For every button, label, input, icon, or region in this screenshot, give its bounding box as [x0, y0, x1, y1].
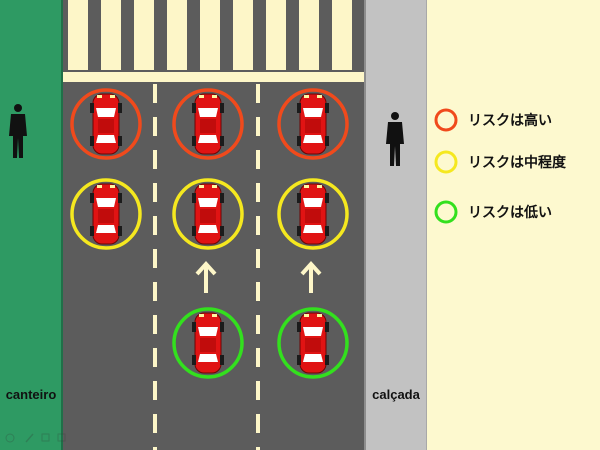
median-strip — [0, 0, 61, 450]
crosswalk-stripe — [332, 0, 352, 70]
car-icon — [89, 183, 123, 245]
lane-markings — [153, 84, 260, 450]
lane-divider-dash — [153, 315, 157, 334]
legend-low-label: リスクは低い — [468, 204, 552, 221]
sidewalk — [364, 0, 426, 450]
risk-ring-high — [277, 88, 349, 160]
lane-divider-dash — [256, 216, 260, 235]
car-icon — [296, 93, 330, 155]
crosswalk-stripe — [200, 0, 220, 70]
lane-divider-dash — [153, 249, 157, 268]
car-icon — [191, 183, 225, 245]
crosswalk-stripe — [299, 0, 319, 70]
lane-divider-dash — [256, 117, 260, 136]
lane-divider-dash — [256, 150, 260, 169]
lane-divider-dash — [153, 150, 157, 169]
legend-medium-swatch — [434, 150, 458, 174]
lane-divider-dash — [153, 84, 157, 103]
lane-divider-dash — [153, 348, 157, 367]
risk-ring-high — [70, 88, 142, 160]
stop-line — [63, 72, 364, 82]
lane-divider-dash — [256, 447, 260, 450]
lane-divider-dash — [256, 381, 260, 400]
lane-divider-dash — [153, 117, 157, 136]
lane-divider-dash — [153, 381, 157, 400]
crosswalk — [68, 0, 352, 70]
risk-ring-low — [277, 307, 349, 379]
car-icon — [89, 93, 123, 155]
lane-divider-dash — [256, 183, 260, 202]
lane-divider-dash — [256, 414, 260, 433]
crosswalk-stripe — [134, 0, 154, 70]
lane-divider-dash — [256, 249, 260, 268]
legend-high-swatch — [434, 108, 458, 132]
crosswalk-stripe — [101, 0, 121, 70]
car-icon — [296, 312, 330, 374]
crosswalk-stripe — [266, 0, 286, 70]
car-icon — [191, 93, 225, 155]
lane-divider-dash — [256, 315, 260, 334]
lane-divider-dash — [153, 183, 157, 202]
lane-divider-dash — [153, 414, 157, 433]
slide-toolbar — [5, 433, 66, 443]
legend-high-label: リスクは高い — [468, 112, 552, 129]
car-icon — [191, 312, 225, 374]
lane-divider-dash — [256, 84, 260, 103]
median-label: canteiro — [6, 387, 57, 402]
risk-ring-medium — [277, 178, 349, 250]
car-icon — [296, 183, 330, 245]
lane-divider-dash — [153, 447, 157, 450]
sidewalk-label: calçada — [372, 387, 420, 402]
up-arrow-icon — [300, 261, 322, 293]
lane-divider-dash — [256, 348, 260, 367]
vehicles — [70, 88, 349, 379]
up-arrow-icon — [195, 261, 217, 293]
crosswalk-stripe — [233, 0, 253, 70]
risk-ring-medium — [70, 178, 142, 250]
lane-divider-dash — [153, 216, 157, 235]
risk-ring-medium — [172, 178, 244, 250]
legend-low-swatch — [434, 200, 458, 224]
crosswalk-stripe — [167, 0, 187, 70]
risk-ring-low — [172, 307, 244, 379]
legend-medium-label: リスクは中程度 — [468, 154, 567, 171]
crosswalk-stripe — [68, 0, 88, 70]
risk-ring-high — [172, 88, 244, 160]
lane-divider-dash — [256, 282, 260, 301]
lane-divider-dash — [153, 282, 157, 301]
legend: リスクは高い リスクは中程度 リスクは低い — [434, 108, 567, 224]
